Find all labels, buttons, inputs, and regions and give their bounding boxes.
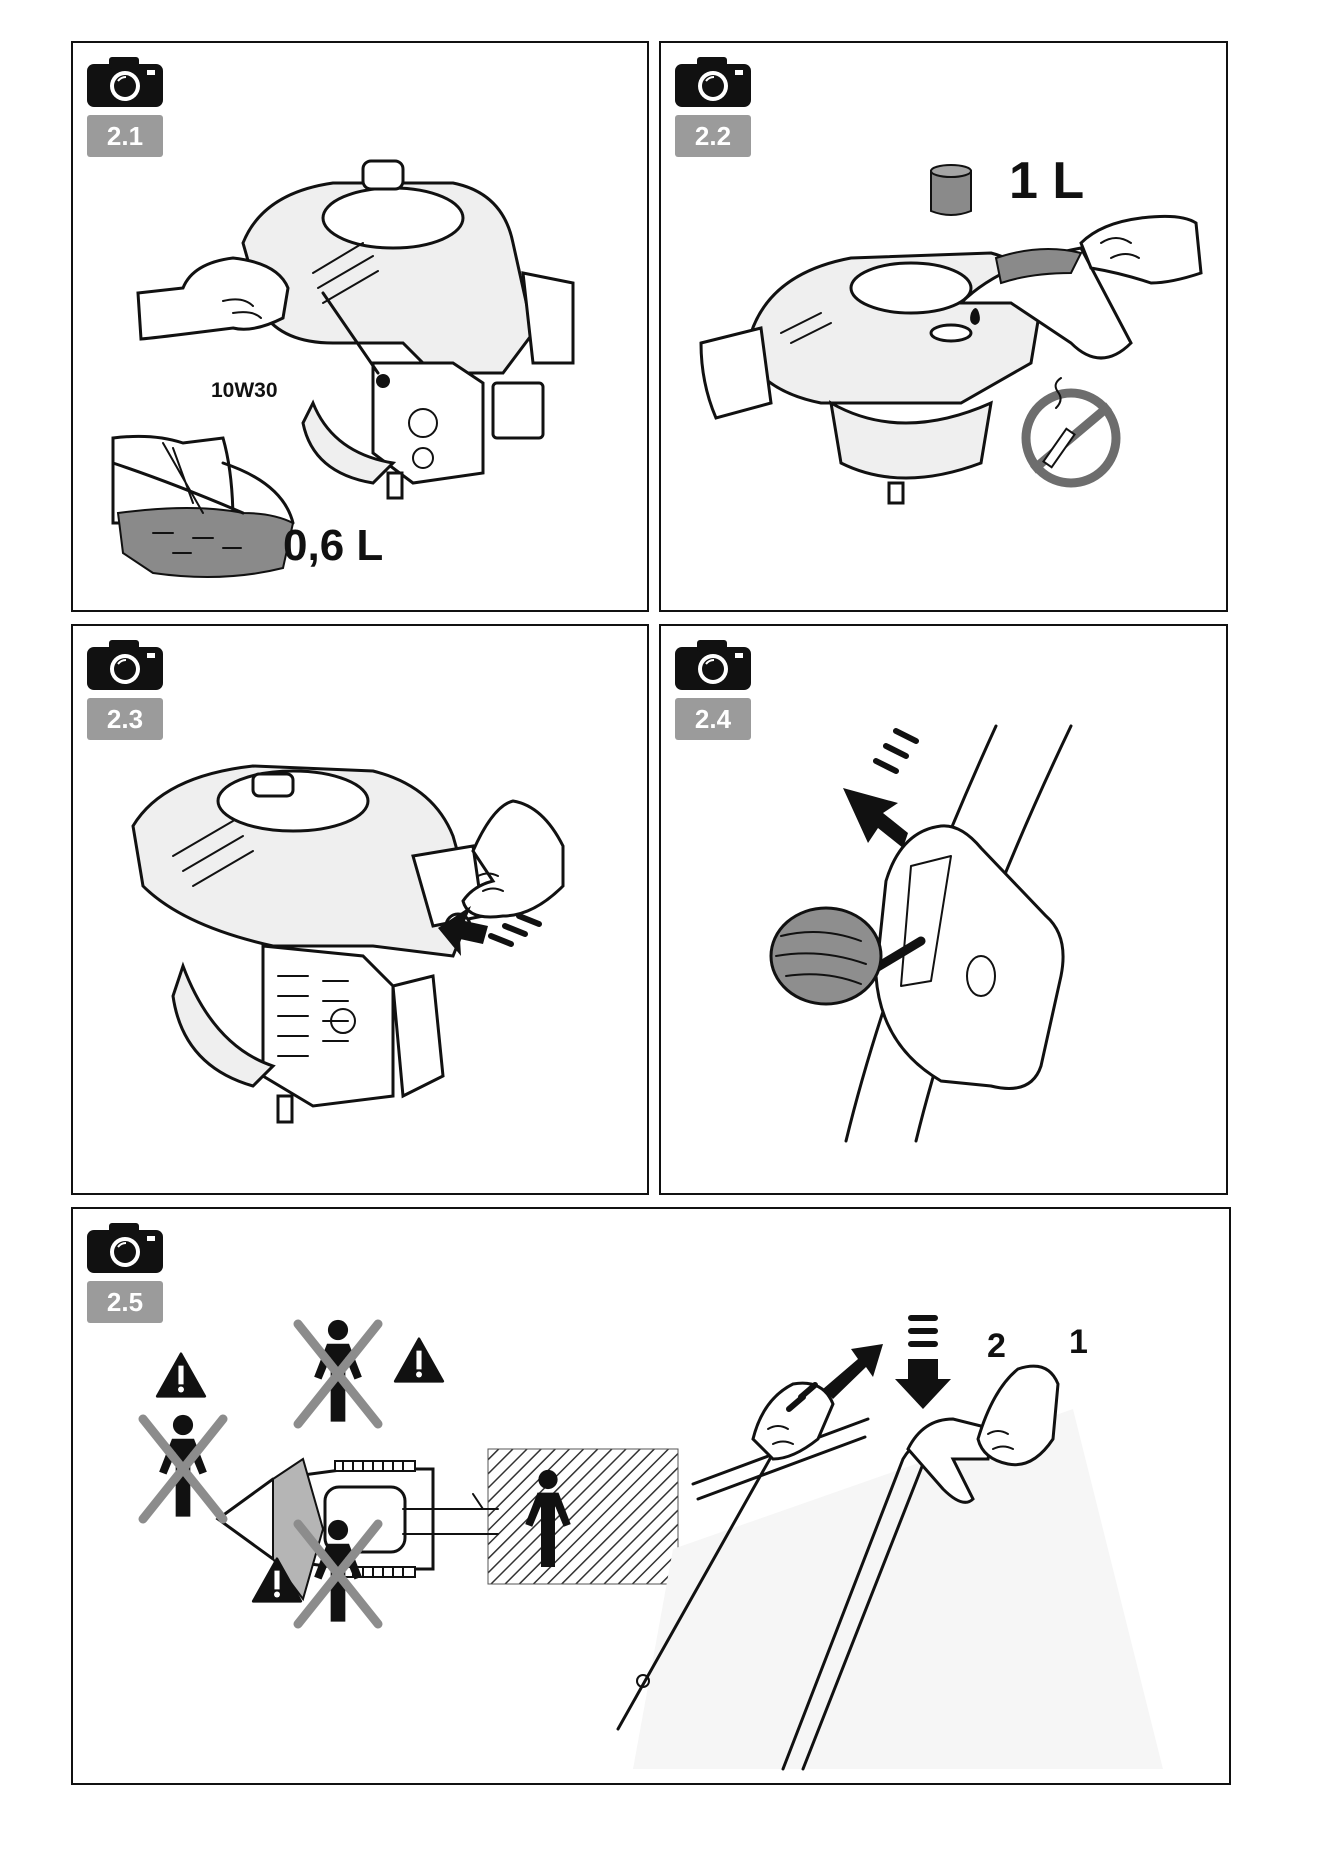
step-1-label: 1 (1069, 1323, 1088, 1362)
safety-zone-illustration (73, 1209, 1229, 1783)
warning-icon (157, 1354, 205, 1397)
fuel-amount-label: 1 L (1009, 151, 1084, 211)
panel-2-5: 2.5 (71, 1207, 1231, 1785)
panel-2-1: 2.1 10W30 0,6 L (71, 41, 649, 612)
primer-illustration (73, 626, 647, 1193)
panel-2-3: 2.3 (71, 624, 649, 1195)
step-2-label: 2 (987, 1327, 1006, 1366)
prohibited-person-left (143, 1415, 223, 1519)
fuel-fill-illustration (661, 43, 1226, 610)
no-smoking-icon (1026, 378, 1116, 483)
oil-type-label: 10W30 (211, 379, 278, 403)
panel-2-4: 2.4 (659, 624, 1228, 1195)
oil-amount-label: 0,6 L (283, 521, 383, 571)
prohibited-person-top (298, 1320, 378, 1424)
panel-2-2: 2.2 1 L (659, 41, 1228, 612)
warning-icon (395, 1339, 443, 1382)
choke-lever-illustration (661, 626, 1226, 1193)
